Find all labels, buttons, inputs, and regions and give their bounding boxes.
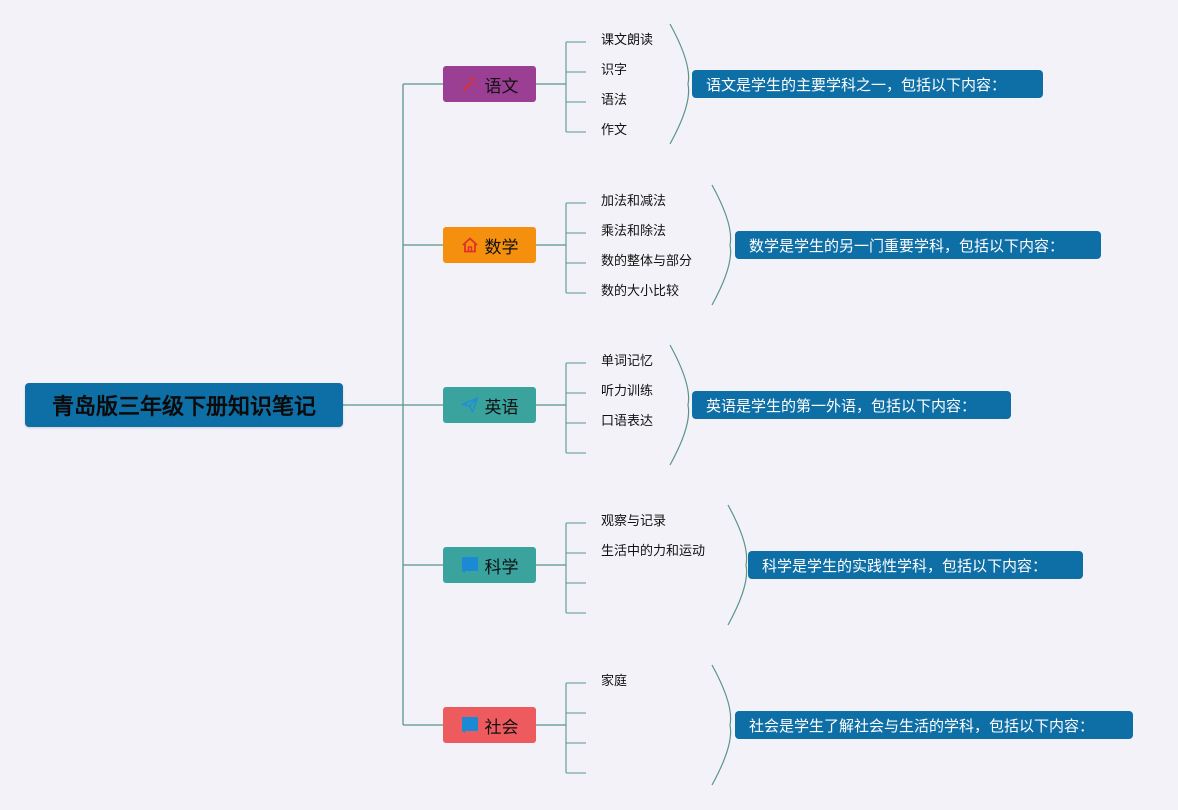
leaf-item[interactable]: 生活中的力和运动 — [601, 544, 706, 559]
leaf-item[interactable]: 语法 — [601, 93, 628, 108]
branch-node[interactable]: 英语 — [443, 387, 536, 423]
description-text: 英语是学生的第一外语，包括以下内容： — [706, 396, 977, 415]
description-box[interactable]: 社会是学生了解社会与生活的学科，包括以下内容： — [735, 711, 1133, 739]
flag-icon — [461, 556, 479, 574]
description-box[interactable]: 英语是学生的第一外语，包括以下内容： — [692, 391, 1011, 419]
leaf-item[interactable]: 观察与记录 — [601, 514, 667, 529]
home-icon — [461, 236, 479, 254]
description-text: 社会是学生了解社会与生活的学科，包括以下内容： — [749, 716, 1095, 735]
description-box[interactable]: 数学是学生的另一门重要学科，包括以下内容： — [735, 231, 1101, 259]
sparkle-icon — [461, 75, 479, 93]
branch-label: 数学 — [484, 237, 519, 258]
branch-node[interactable]: 语文 — [443, 66, 536, 102]
bracket — [727, 504, 748, 626]
branch-label: 社会 — [484, 717, 519, 738]
description-text: 语文是学生的主要学科之一，包括以下内容： — [706, 75, 1007, 94]
leaf-item[interactable]: 识字 — [601, 63, 628, 78]
branch-label: 英语 — [484, 397, 519, 418]
flag-icon — [461, 716, 479, 734]
leaf-item[interactable]: 听力训练 — [601, 384, 654, 399]
description-text: 数学是学生的另一门重要学科，包括以下内容： — [749, 236, 1065, 255]
description-text: 科学是学生的实践性学科，包括以下内容： — [762, 556, 1048, 575]
branch-node[interactable]: 数学 — [443, 227, 536, 263]
description-box[interactable]: 语文是学生的主要学科之一，包括以下内容： — [692, 70, 1043, 98]
branch-label: 语文 — [484, 76, 519, 97]
bracket — [669, 23, 690, 145]
root-node[interactable]: 青岛版三年级下册知识笔记 — [25, 383, 343, 427]
leaf-item[interactable]: 数的大小比较 — [601, 284, 680, 299]
branch-node[interactable]: 社会 — [443, 707, 536, 743]
bracket — [711, 664, 732, 786]
branch-label: 科学 — [484, 557, 519, 578]
leaf-item[interactable]: 家庭 — [601, 674, 628, 689]
paper-plane-icon — [461, 396, 479, 414]
leaf-item[interactable]: 课文朗读 — [601, 33, 654, 48]
branch-node[interactable]: 科学 — [443, 547, 536, 583]
leaf-item[interactable]: 单词记忆 — [601, 354, 654, 369]
root-title: 青岛版三年级下册知识笔记 — [51, 395, 316, 420]
leaf-item[interactable]: 加法和减法 — [601, 194, 667, 209]
leaf-item[interactable]: 口语表达 — [601, 414, 654, 429]
leaf-item[interactable]: 乘法和除法 — [601, 224, 667, 239]
description-box[interactable]: 科学是学生的实践性学科，包括以下内容： — [748, 551, 1083, 579]
leaf-item[interactable]: 作文 — [601, 123, 628, 138]
bracket — [711, 184, 732, 306]
leaf-item[interactable]: 数的整体与部分 — [601, 254, 693, 269]
bracket — [669, 344, 690, 466]
